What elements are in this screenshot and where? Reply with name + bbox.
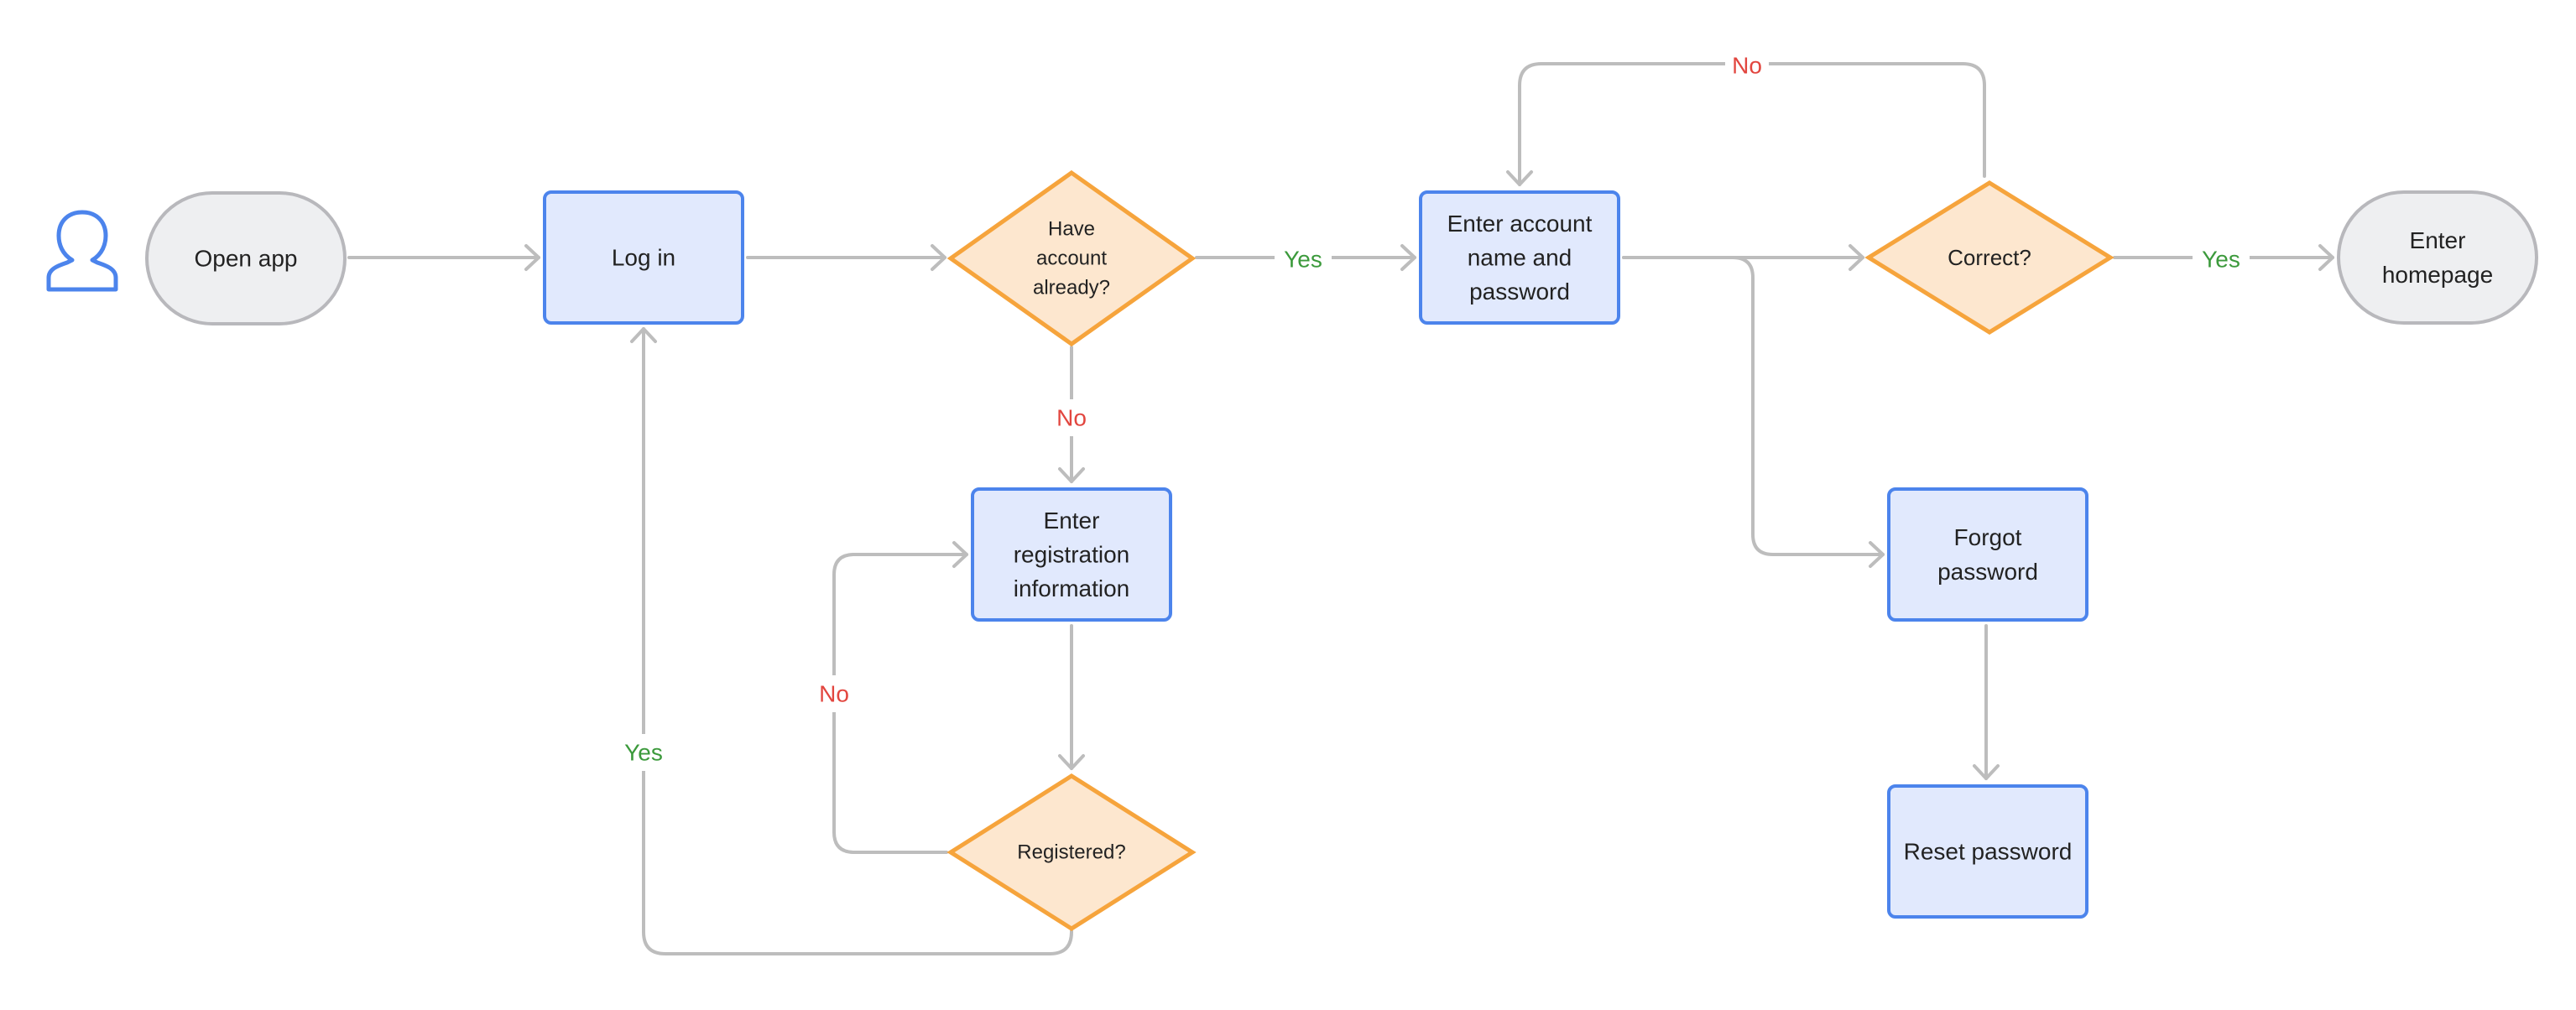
arrowhead bbox=[931, 244, 946, 271]
process-shape bbox=[1887, 784, 2088, 919]
node-label-line: Registered? bbox=[1017, 841, 1125, 864]
node-label-line: homepage bbox=[2382, 262, 2493, 288]
edge-label-background bbox=[615, 734, 672, 771]
nodes: Open app Log in Have account already? Enter a… bbox=[145, 169, 2538, 931]
edge-label-background bbox=[1725, 47, 1769, 84]
process-node-forgot-password: Forgot password bbox=[1887, 487, 2088, 622]
node-label-enter-registration: Enter registration information bbox=[1014, 508, 1130, 601]
node-label-log-in: Log in bbox=[612, 245, 675, 271]
arrowhead bbox=[952, 541, 968, 568]
process-node-enter-registration: Enter registration information bbox=[971, 487, 1172, 622]
connector-registered-to-enter-registration: No bbox=[812, 541, 968, 854]
connector-correct-to-enter-account: No bbox=[1506, 47, 1986, 186]
edge-label-background bbox=[812, 675, 856, 712]
node-label-line: registration bbox=[1014, 542, 1130, 568]
node-label-line: Enter bbox=[2410, 227, 2466, 253]
decision-shape bbox=[946, 169, 1197, 347]
arrowhead bbox=[1058, 467, 1085, 483]
connector-enter-registration-to-registered bbox=[1058, 624, 1085, 770]
node-label-line: Log in bbox=[612, 245, 675, 271]
connector-enter-account-to-forgot-password bbox=[1622, 256, 1885, 568]
process-node-enter-account: Enter account name and password bbox=[1419, 190, 1620, 325]
decision-node-have-account: Have account already? bbox=[946, 169, 1197, 347]
edge-label-yes: Yes bbox=[624, 740, 663, 766]
user-icon-outline bbox=[46, 210, 118, 292]
decision-node-correct: Correct? bbox=[1864, 180, 2115, 335]
node-label-line: Enter bbox=[1044, 508, 1100, 534]
arrowhead bbox=[1058, 754, 1085, 770]
process-shape bbox=[1887, 487, 2088, 622]
user-icon bbox=[46, 210, 118, 292]
node-label-registered: Registered? bbox=[1017, 841, 1125, 864]
node-label-line: Enter account bbox=[1447, 211, 1593, 237]
edge-label-no: No bbox=[1056, 405, 1087, 431]
terminal-node-open-app: Open app bbox=[145, 191, 347, 325]
node-label-have-account: Have account already? bbox=[1033, 218, 1110, 299]
node-label-open-app: Open app bbox=[195, 246, 298, 272]
node-label-enter-account: Enter account name and password bbox=[1447, 211, 1593, 305]
node-label-enter-homepage: Enter homepage bbox=[2382, 227, 2493, 288]
node-label-line: password bbox=[1937, 559, 2038, 585]
terminal-shape bbox=[2337, 190, 2538, 325]
terminal-node-enter-homepage: Enter homepage bbox=[2337, 190, 2538, 325]
process-shape bbox=[971, 487, 1172, 622]
edge-label-no: No bbox=[819, 681, 849, 707]
node-label-line: Reset password bbox=[1904, 839, 2073, 865]
process-shape bbox=[543, 190, 744, 325]
edge-label-no: No bbox=[1732, 53, 1762, 79]
process-node-log-in: Log in bbox=[543, 190, 744, 325]
decision-shape bbox=[1864, 180, 2115, 335]
node-label-line: account bbox=[1036, 247, 1107, 270]
edge-label-yes: Yes bbox=[1284, 247, 1322, 273]
node-label-line: password bbox=[1469, 279, 1570, 305]
process-node-reset-password: Reset password bbox=[1887, 784, 2088, 919]
connector-have-account-to-enter-account: Yes bbox=[1195, 241, 1416, 278]
connector-line bbox=[1622, 256, 1885, 556]
arrowhead bbox=[630, 327, 657, 343]
node-label-line: Forgot bbox=[1954, 524, 2022, 550]
edge-label-yes: Yes bbox=[2202, 247, 2240, 273]
arrowhead bbox=[1506, 170, 1533, 186]
connector-line bbox=[642, 327, 1073, 955]
node-label-correct: Correct? bbox=[1948, 245, 2031, 270]
arrowhead bbox=[524, 244, 540, 271]
process-shape bbox=[1419, 190, 1620, 325]
connector-registered-to-log-in: Yes bbox=[615, 327, 1073, 955]
node-label-line: name and bbox=[1468, 245, 1572, 271]
edge-label-background bbox=[2193, 241, 2250, 278]
edge-label-background bbox=[1050, 399, 1093, 436]
decision-node-registered: Registered? bbox=[946, 773, 1197, 931]
connector-correct-to-enter-homepage: Yes bbox=[2113, 241, 2334, 278]
node-label-line: Correct? bbox=[1948, 245, 2031, 270]
terminal-shape bbox=[145, 191, 347, 325]
arrowhead bbox=[1849, 244, 1864, 271]
arrowhead bbox=[1973, 764, 2000, 780]
connector-have-account-to-enter-registration: No bbox=[1050, 346, 1093, 483]
arrowhead bbox=[2318, 244, 2334, 271]
node-label-reset-password: Reset password bbox=[1904, 839, 2073, 865]
connector-forgot-password-to-reset-password bbox=[1973, 624, 2000, 780]
node-label-line: Have bbox=[1048, 218, 1095, 241]
arrowhead bbox=[1869, 541, 1885, 568]
connector-log-in-to-have-account bbox=[746, 244, 946, 271]
node-label-forgot-password: Forgot password bbox=[1937, 524, 2038, 585]
connector-open-app-to-log-in bbox=[347, 244, 540, 271]
node-label-line: already? bbox=[1033, 276, 1110, 299]
edge-label-background bbox=[1275, 241, 1332, 278]
node-label-line: information bbox=[1014, 575, 1130, 601]
arrowhead bbox=[1400, 244, 1416, 271]
decision-shape bbox=[946, 773, 1197, 931]
node-label-line: Open app bbox=[195, 246, 298, 272]
